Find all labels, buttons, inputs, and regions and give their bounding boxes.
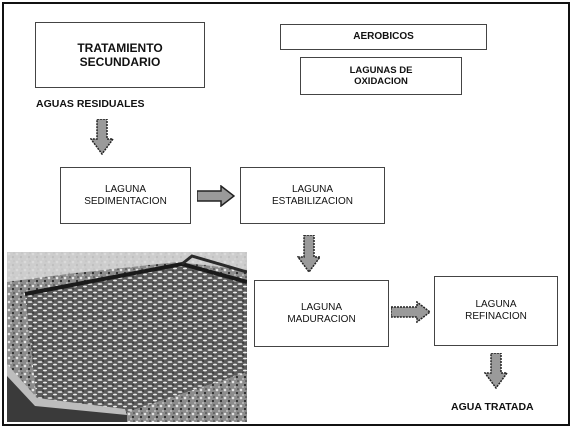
aerobicos-label: AEROBICOS	[353, 31, 414, 42]
refinement-line-1: LAGUNA	[475, 299, 517, 310]
stabilization-lagoon-box: LAGUNA ESTABILIZACION	[240, 167, 385, 224]
secondary-treatment-line-2: SECUNDARIO	[79, 55, 161, 69]
oxidation-lagoons-line-2: OXIDACION	[354, 76, 408, 87]
stabilization-line-1: LAGUNA	[291, 183, 334, 195]
diagram-frame: TRATAMIENTO SECUNDARIO AEROBICOS LAGUNAS…	[2, 2, 570, 426]
sedimentation-line-1: LAGUNA	[104, 183, 147, 195]
secondary-treatment-line-1: TRATAMIENTO	[77, 40, 163, 55]
maturation-line-1: LAGUNA	[300, 301, 343, 313]
oxidation-lagoons-box: LAGUNAS DE OXIDACION	[300, 57, 462, 95]
sedimentation-lagoon-box: LAGUNA SEDIMENTACION	[60, 167, 191, 224]
stabilization-line-2: ESTABILIZACION	[272, 195, 353, 207]
secondary-treatment-box: TRATAMIENTO SECUNDARIO	[35, 22, 205, 88]
aerobicos-box: AEROBICOS	[280, 24, 487, 50]
lagoon-photo	[7, 252, 247, 422]
sedimentation-line-2: SEDIMENTACION	[84, 195, 167, 207]
down-arrow-icon	[297, 235, 321, 273]
maturation-line-2: MADURACION	[287, 313, 356, 325]
right-arrow-icon	[391, 301, 431, 323]
down-arrow-icon	[90, 119, 114, 155]
right-arrow-icon	[197, 185, 235, 207]
refinement-line-2: REFINACION	[465, 311, 527, 322]
down-arrow-icon	[484, 353, 508, 389]
oxidation-lagoons-line-1: LAGUNAS DE	[349, 64, 413, 76]
maturation-lagoon-box: LAGUNA MADURACION	[254, 280, 389, 347]
wastewater-label: AGUAS RESIDUALES	[36, 98, 145, 110]
treated-water-label: AGUA TRATADA	[451, 401, 534, 413]
refinement-lagoon-box: LAGUNA REFINACION	[434, 276, 558, 346]
